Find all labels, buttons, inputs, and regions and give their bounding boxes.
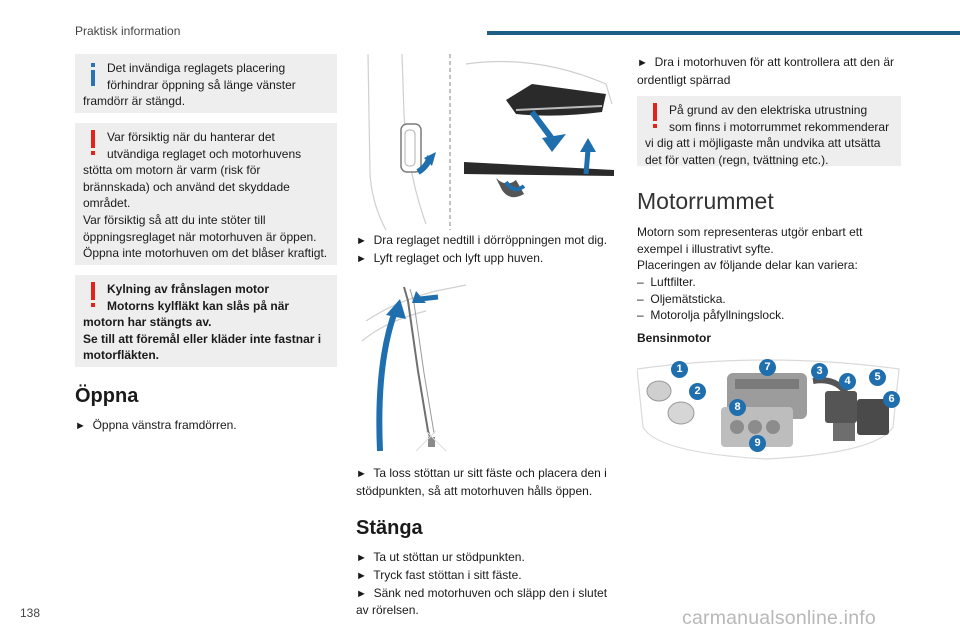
arrow-icon: ►: [356, 235, 367, 247]
arrow-icon: ►: [356, 468, 367, 481]
warning-text: På grund av den elektriska utrustning so…: [645, 103, 890, 167]
info-icon: [83, 60, 105, 90]
parts-item: – Motorolja påfyllningslock.: [637, 308, 785, 323]
step-item: ► Öppna vänstra framdörren.: [75, 418, 237, 432]
parts-item: – Luftfilter.: [637, 274, 696, 289]
running-header: Praktisk information: [75, 24, 181, 38]
arrow-icon: ►: [356, 569, 367, 582]
warning-line: Var försiktig så att du inte stöter till…: [83, 212, 317, 244]
warning-note: Var försiktig när du hanterar det utvänd…: [75, 123, 337, 265]
sub-heading: Bensinmotor: [637, 330, 712, 345]
arrow-icon: ►: [356, 587, 367, 600]
info-note: Det invändiga reglagets placering förhin…: [75, 54, 337, 113]
step-item: ► Tryck fast stöttan i sitt fäste.: [356, 567, 522, 582]
page-number: 138: [20, 606, 41, 620]
parts-item: – Oljemätsticka.: [637, 291, 726, 306]
engine-callout-4: 4: [839, 372, 856, 390]
header-accent-bar: [487, 31, 960, 35]
arrow-icon: ►: [356, 252, 367, 265]
warning-title: Kylning av frånslagen motor: [107, 282, 270, 296]
intro-line: Placeringen av följande delar kan varier…: [637, 258, 858, 273]
step-item: ► Dra reglaget nedtill i dörröppningen m…: [356, 233, 608, 247]
arrow-icon: ►: [637, 57, 648, 69]
hood-release-illustration: [367, 54, 614, 230]
warning-line: Öppna inte motorhuven om det blåser kraf…: [83, 246, 328, 261]
step-item: ► Sänk ned motorhuven och släpp den i sl…: [356, 585, 608, 618]
engine-callout-9: 9: [749, 434, 766, 452]
hood-prop-rod-illustration: [361, 284, 467, 452]
watermark: carmanualsonline.info: [682, 607, 876, 629]
step-item: ► Ta ut stöttan ur stödpunkten.: [356, 550, 525, 565]
warning-note: På grund av den elektriska utrustning so…: [637, 96, 901, 167]
main-heading: Motorrummet: [637, 188, 774, 215]
warning-line: Se till att föremål eller kläder inte fa…: [83, 331, 322, 363]
warning-cooling-note: Kylning av frånslagen motor Motorns kylf…: [75, 275, 337, 367]
column-right: ► Dra i motorhuven för att kontrollera a…: [637, 54, 901, 467]
section-heading-open: Öppna: [75, 385, 139, 407]
section-heading-close: Stänga: [356, 517, 423, 540]
info-note-text: Det invändiga reglagets placering förhin…: [83, 61, 296, 109]
warning-icon: [83, 281, 105, 311]
step-item: ► Lyft reglaget och lyft upp huven.: [356, 250, 544, 265]
warning-line: Motorns kylfläkt kan slås på när motorn …: [83, 298, 290, 330]
intro-line: Motorn som representeras utgör enbart et…: [637, 225, 863, 256]
engine-callout-3: 3: [811, 362, 828, 380]
warning-icon: [83, 129, 105, 159]
engine-bay-illustration: [637, 359, 900, 460]
column-middle: ► Dra reglaget nedtill i dörröppningen m…: [356, 54, 618, 619]
column-left: Det invändiga reglagets placering förhin…: [75, 54, 337, 435]
engine-callout-2: 2: [689, 382, 706, 400]
warning-line: Var försiktig när du hanterar det utvänd…: [83, 130, 302, 211]
arrow-icon: ►: [356, 552, 367, 565]
engine-callout-8: 8: [729, 398, 746, 416]
step-item: ► Ta loss stöttan ur sitt fäste och plac…: [356, 466, 607, 498]
step-item: ► Dra i motorhuven för att kontrollera a…: [637, 55, 895, 87]
engine-callout-5: 5: [869, 368, 886, 386]
warning-icon: [645, 102, 667, 132]
engine-callout-7: 7: [759, 358, 776, 376]
arrow-icon: ►: [75, 420, 86, 432]
engine-callout-1: 1: [671, 360, 688, 378]
engine-callout-6: 6: [883, 390, 900, 408]
